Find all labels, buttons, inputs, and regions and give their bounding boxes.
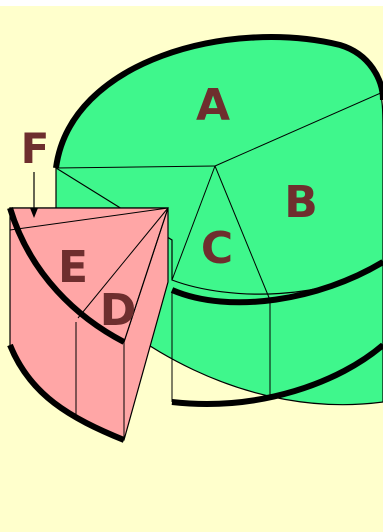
slice-top-rim [7,207,126,345]
divider-c-left [171,165,216,281]
cake-bottom-edge [171,342,383,407]
label-f-pointer [30,172,38,218]
cake-slice [7,207,169,443]
slice-divider-d-right [123,207,169,343]
slice-bottom-rim [7,343,126,443]
cake-top-edge [170,259,383,306]
divider-c-right [214,165,271,301]
arrow-head [30,208,38,218]
label-a: A [196,80,230,131]
label-c: C [201,223,233,274]
divider-a-b [214,91,383,167]
label-e: E [58,242,88,293]
cake-top-rim [53,34,383,169]
slice-divider-f [9,207,169,231]
label-d: D [100,285,137,336]
label-b: B [284,177,318,228]
divider-a-left [55,165,216,169]
slice-divider-d-left [77,207,169,319]
label-f: F [21,124,50,173]
